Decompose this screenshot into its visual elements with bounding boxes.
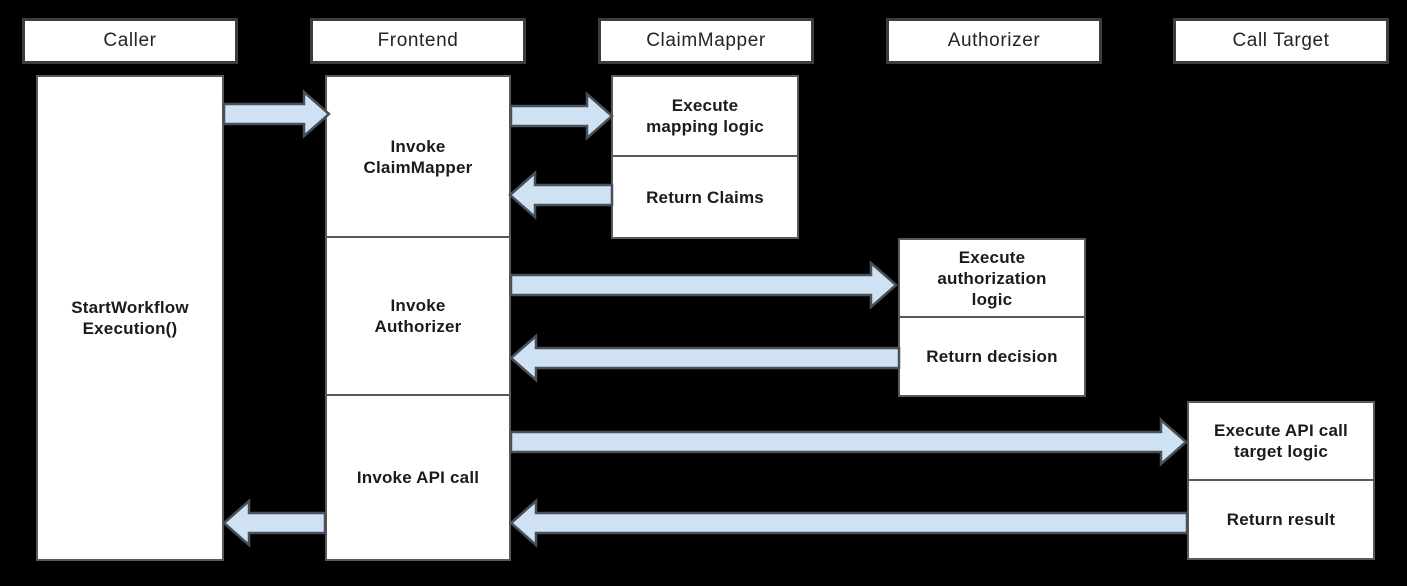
arrow-caller-to-frontend <box>222 89 331 139</box>
activation-authorizer-execute-authorization-logic: Execute authorization logic <box>898 238 1086 318</box>
lifeline-header-authorizer: Authorizer <box>886 18 1102 64</box>
lifeline-header-calltarget: Call Target <box>1173 18 1389 64</box>
activation-calltarget-return-result: Return result <box>1187 479 1375 560</box>
activation-claimmapper-return-claims: Return Claims <box>611 155 799 239</box>
activation-authorizer-return-decision: Return decision <box>898 316 1086 397</box>
arrow-frontend-to-claimmapper <box>509 91 614 141</box>
arrow-frontend-to-authorizer <box>509 260 898 310</box>
activation-frontend-invoke-authorizer: Invoke Authorizer <box>325 236 511 396</box>
lifeline-header-frontend: Frontend <box>310 18 526 64</box>
arrow-authorizer-to-frontend-return-decision <box>509 333 901 383</box>
lifeline-header-caller: Caller <box>22 18 238 64</box>
activation-frontend-invoke-api-call: Invoke API call <box>325 394 511 561</box>
activation-calltarget-execute-api-call-target-logic: Execute API call target logic <box>1187 401 1375 481</box>
activation-caller-startworkflowexecution: StartWorkflow Execution() <box>36 75 224 561</box>
arrow-frontend-to-caller-return <box>222 498 327 548</box>
activation-claimmapper-execute-mapping-logic: Execute mapping logic <box>611 75 799 157</box>
arrow-calltarget-to-frontend-return-result <box>509 498 1189 548</box>
arrow-frontend-to-calltarget <box>509 417 1188 467</box>
lifeline-header-claimmapper: ClaimMapper <box>598 18 814 64</box>
activation-frontend-invoke-claimmapper: Invoke ClaimMapper <box>325 75 511 238</box>
arrow-claimmapper-to-frontend-return-claims <box>508 170 614 220</box>
